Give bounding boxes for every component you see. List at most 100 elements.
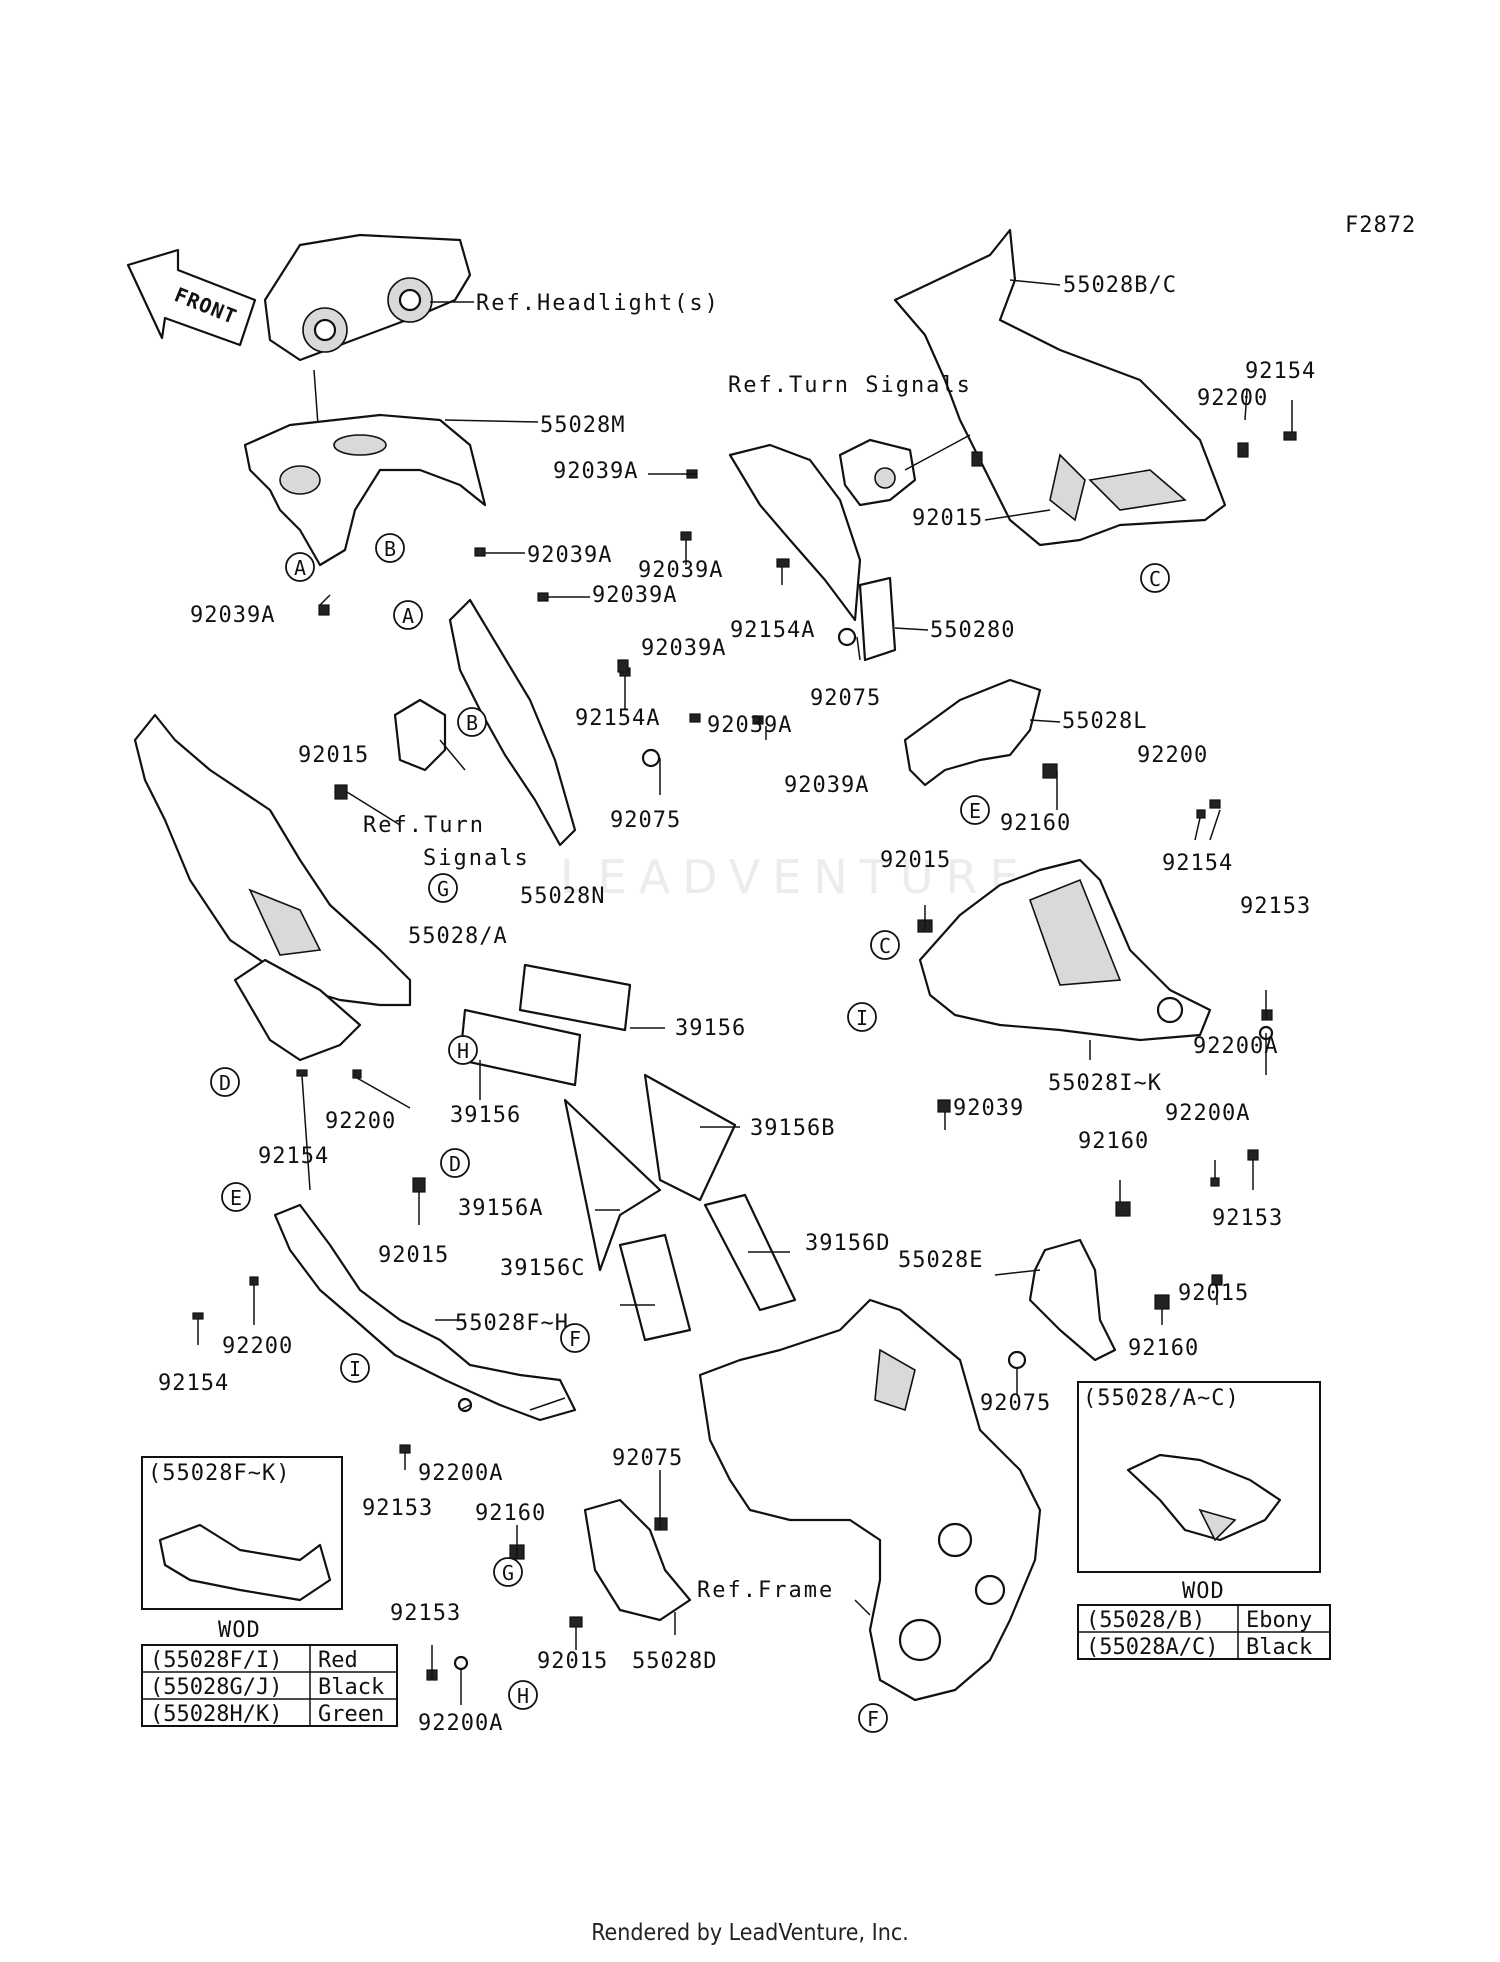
inset-table-right: (55028/A~C) WOD (55028/B) Ebony (55028A/… — [1077, 1381, 1331, 1660]
lower-side-cowl-55028f-h — [273, 1203, 577, 1422]
inset-right-title: WOD — [1182, 1579, 1225, 1604]
label-92160-lower: 92160 — [1128, 1336, 1199, 1361]
bracket-550280 — [858, 576, 897, 662]
label-92160-right: 92160 — [1078, 1129, 1149, 1154]
label-55028l: 55028L — [1062, 709, 1147, 734]
table-right-row2-color: Black — [1246, 1635, 1312, 1660]
callout-f-1: F — [560, 1323, 590, 1353]
pad-39156-lower — [458, 1008, 582, 1087]
table-left-row1-code: (55028F/I) — [150, 1648, 282, 1673]
label-92160-lower-mid: 92160 — [475, 1501, 546, 1526]
label-92075-lower: 92075 — [612, 1446, 683, 1471]
svg-text:D: D — [449, 1152, 461, 1176]
label-55028bc: 55028B/C — [1063, 273, 1177, 298]
callout-g-2: G — [493, 1557, 523, 1587]
svg-text:C: C — [1149, 567, 1161, 591]
svg-text:F: F — [569, 1327, 581, 1351]
label-92154-top: 92154 — [1245, 359, 1316, 384]
label-92039a-6: 92039A — [641, 636, 726, 661]
callout-c-1: C — [1140, 563, 1170, 593]
label-55028n: 55028N — [520, 884, 605, 909]
callout-i-2: I — [340, 1353, 370, 1383]
label-39156b: 39156B — [750, 1116, 835, 1141]
label-92200a-mid: 92200A — [1193, 1034, 1278, 1059]
label-92015-top: 92015 — [912, 506, 983, 531]
label-92200-left: 92200 — [325, 1109, 396, 1134]
label-92154a-top: 92154A — [730, 618, 815, 643]
ref-turn-signals-left-2: Signals — [423, 846, 530, 871]
label-55028a: 55028/A — [408, 924, 508, 949]
pad-39156a — [563, 1098, 662, 1272]
inset-table-left: (55028F~K) WOD (55028F/I) Red (55028G/J)… — [141, 1456, 398, 1727]
label-92200a-right: 92200A — [1165, 1101, 1250, 1126]
side-cowl-55028a — [133, 713, 412, 1062]
label-92075-left: 92075 — [610, 808, 681, 833]
callout-h-2: H — [508, 1680, 538, 1710]
pad-39156-upper — [518, 963, 632, 1032]
label-92160-top: 92160 — [1000, 811, 1071, 836]
inner-panel-55028n — [448, 598, 577, 847]
svg-text:A: A — [294, 556, 306, 580]
label-55028m: 55028M — [540, 413, 625, 438]
table-left-row3-code: (55028H/K) — [150, 1702, 282, 1727]
callout-a-1: A — [285, 552, 315, 582]
label-92039a-4: 92039A — [190, 603, 275, 628]
table-right-row1-color: Ebony — [1246, 1608, 1312, 1633]
inset-left-caption: (55028F~K) — [148, 1461, 290, 1486]
svg-text:C: C — [879, 934, 891, 958]
label-92015-bottom: 92015 — [537, 1649, 608, 1674]
label-92154-mid: 92154 — [1162, 851, 1233, 876]
label-92039a-2: 92039A — [527, 543, 612, 568]
pad-39156c — [618, 1233, 692, 1342]
table-left-row2-code: (55028G/J) — [150, 1675, 282, 1700]
svg-text:G: G — [437, 877, 449, 901]
label-92039a-3: 92039A — [592, 583, 677, 608]
bracket-55028e — [1028, 1238, 1117, 1362]
table-right-row2-code: (55028A/C) — [1086, 1635, 1218, 1660]
label-92039: 92039 — [953, 1096, 1024, 1121]
inset-left-title: WOD — [218, 1618, 261, 1643]
label-92015-left: 92015 — [298, 743, 369, 768]
label-92153-right: 92153 — [1212, 1206, 1283, 1231]
table-right-row1-code: (55028/B) — [1086, 1608, 1205, 1633]
lower-cowl-55028i-k — [918, 858, 1212, 1042]
callout-d-2: D — [440, 1148, 470, 1178]
callout-a-2: A — [393, 600, 423, 630]
watermark-text: LEADVENTURE — [560, 850, 1031, 904]
label-39156-1: 39156 — [675, 1016, 746, 1041]
ref-frame: Ref.Frame — [697, 1578, 834, 1603]
frame — [698, 1298, 1042, 1702]
label-39156d: 39156D — [805, 1231, 890, 1256]
label-55028d: 55028D — [632, 1649, 717, 1674]
label-92154a-left: 92154A — [575, 706, 660, 731]
turn-signal-top — [838, 434, 971, 507]
label-92039a-1: 92039A — [553, 459, 638, 484]
callout-f-2: F — [858, 1703, 888, 1733]
label-92015-mid: 92015 — [880, 848, 951, 873]
label-92153-lower: 92153 — [362, 1496, 433, 1521]
callout-e-2: E — [221, 1182, 251, 1212]
front-arrow-icon: FRONT — [126, 248, 257, 347]
label-550280: 550280 — [930, 618, 1015, 643]
label-92015-lower-left: 92015 — [378, 1243, 449, 1268]
label-92154-lower-left: 92154 — [158, 1371, 229, 1396]
inset-right-caption: (55028/A~C) — [1083, 1386, 1240, 1411]
part-labels: 55028B/C 92154 92200 55028M 92039A 92039… — [158, 273, 1316, 1736]
label-92039a-7: 92039A — [707, 713, 792, 738]
label-92200-top: 92200 — [1197, 386, 1268, 411]
label-55028e: 55028E — [898, 1248, 983, 1273]
label-92200-lower-left: 92200 — [222, 1334, 293, 1359]
label-92153-mid: 92153 — [1240, 894, 1311, 919]
callout-g-1: G — [428, 873, 458, 903]
svg-text:H: H — [517, 1684, 529, 1708]
svg-text:G: G — [502, 1561, 514, 1585]
label-39156a: 39156A — [458, 1196, 543, 1221]
svg-text:B: B — [384, 537, 396, 561]
label-92039a-5: 92039A — [638, 558, 723, 583]
svg-text:E: E — [969, 799, 981, 823]
label-92015-right: 92015 — [1178, 1281, 1249, 1306]
bracket-55028d — [583, 1498, 692, 1622]
label-92200a-lower: 92200A — [418, 1461, 503, 1486]
callout-i-1: I — [847, 1002, 877, 1032]
